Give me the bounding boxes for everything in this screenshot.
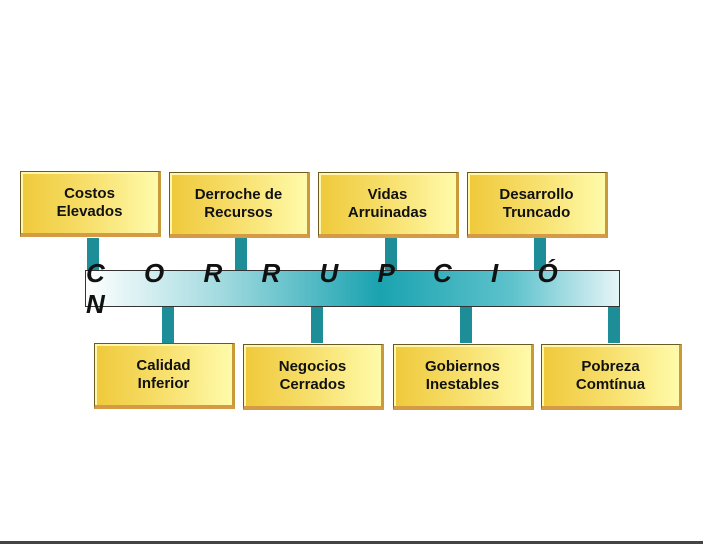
corrupcion-banner: C O R R U P C I Ó N [85,258,620,319]
box-label: Negocios Cerrados [278,357,347,393]
box-label: Desarrollo Truncado [499,185,574,221]
box-label: Calidad Inferior [136,356,191,392]
connector [162,307,174,343]
box-label: Derroche de Recursos [194,185,283,221]
box-label: Vidas Arruinadas [347,185,428,221]
box-costos-elevados: Costos Elevados [20,171,161,237]
box-label: Gobiernos Inestables [424,357,500,393]
banner-title: C O R R U P C I Ó N [86,257,574,319]
connector [385,238,397,270]
connector [87,238,99,270]
box-label: Pobreza Comtínua [575,357,646,393]
box-gobiernos-inestables: Gobiernos Inestables [393,344,534,410]
box-derroche-recursos: Derroche de Recursos [169,172,310,238]
box-negocios-cerrados: Negocios Cerrados [243,344,384,410]
box-label: Costos Elevados [56,184,123,220]
box-vidas-arruinadas: Vidas Arruinadas [318,172,459,238]
connector [608,307,620,343]
connector [534,238,546,270]
box-calidad-inferior: Calidad Inferior [94,343,235,409]
box-pobreza-comtinua: Pobreza Comtínua [541,344,682,410]
connector [235,238,247,270]
connector [311,307,323,343]
box-desarrollo-truncado: Desarrollo Truncado [467,172,608,238]
bottom-divider [0,541,703,544]
connector [460,307,472,343]
